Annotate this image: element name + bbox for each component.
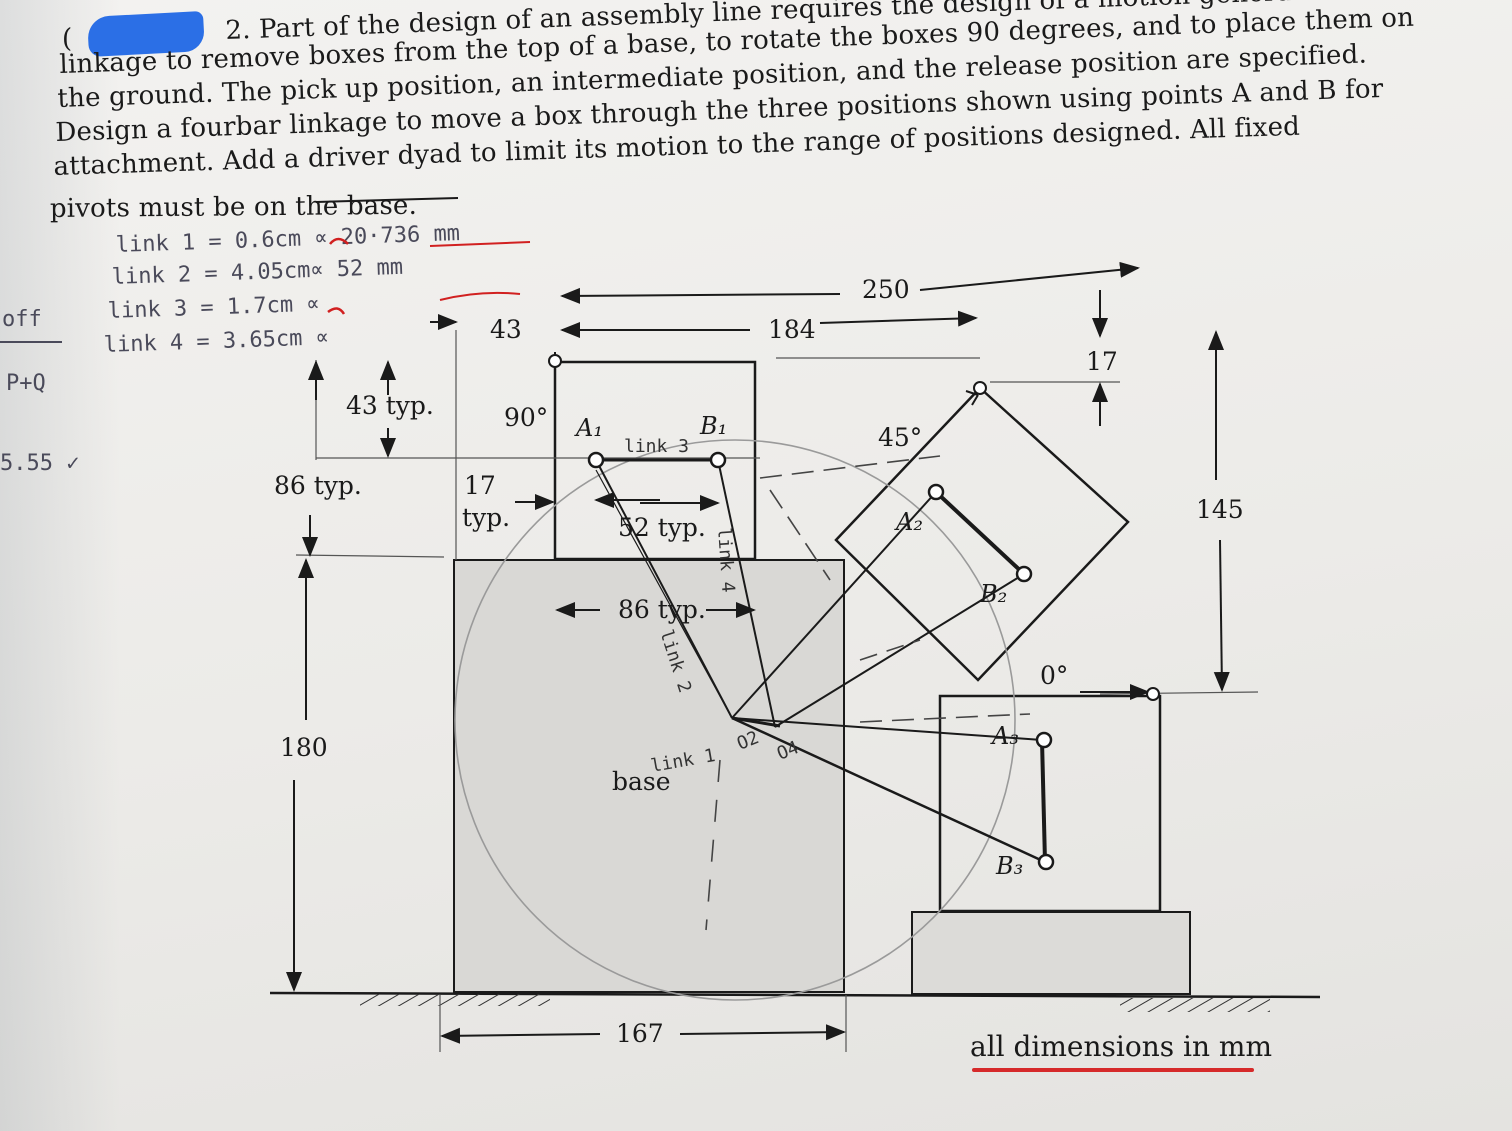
ref-point-2 <box>973 381 987 395</box>
point-label-B2: B₂ <box>979 580 1007 608</box>
driver-dyad-underline <box>315 197 459 203</box>
hw-red-strokes <box>429 241 531 301</box>
link-1-ground <box>731 716 781 728</box>
coupler-position-2 <box>934 490 1026 576</box>
angle-label-45: 45° <box>878 423 922 452</box>
dashed-bisector-4 <box>705 759 721 931</box>
hw-margin-off: off <box>2 307 42 332</box>
units-note: all dimensions in mm <box>970 1030 1273 1063</box>
hw-margin-pq: P+Q <box>6 371 46 396</box>
problem-paren: ( <box>62 24 73 54</box>
box-position-1 <box>553 360 757 561</box>
point-label-A3: A₃ <box>990 722 1019 750</box>
base-block <box>453 559 845 993</box>
pin-B3 <box>1037 853 1055 871</box>
ref-point-1 <box>548 354 562 368</box>
link-2-pos1 <box>595 459 733 719</box>
hw-link4-text: link 4 = 3.65cm ∝ <box>103 325 329 358</box>
link-4-pos2 <box>774 573 1025 728</box>
dim-label-184: 184 <box>768 315 816 344</box>
angle-label-0: 0° <box>1040 661 1068 690</box>
units-note-underline <box>972 1068 1254 1072</box>
dim-label-43typ: 43 typ. <box>346 391 434 420</box>
page-shadow <box>0 0 120 1131</box>
hw-link2-text: link 2 = 4.05cm∝ 52 mm <box>111 255 403 290</box>
hw-red-alpha-marks <box>327 237 349 315</box>
box-position-2 <box>834 386 1130 682</box>
dim-label-17typ-a: 17 <box>464 471 496 500</box>
point-label-B3: B₃ <box>995 852 1023 880</box>
pin-A1 <box>587 451 605 469</box>
point-label-A2: A₂ <box>894 508 923 536</box>
pin-A3 <box>1035 731 1053 749</box>
dim-label-52typ: 52 typ. <box>618 513 706 542</box>
ground-hatch-left <box>360 994 550 1006</box>
ext-line-c <box>295 554 445 558</box>
coupler-position-3 <box>1040 739 1047 863</box>
dashed-bisector-5 <box>859 639 921 661</box>
dim-145-down <box>1213 539 1230 692</box>
hw-link3: link 3 = 1.7cm ∝ <box>107 292 320 324</box>
dim-label-167: 167 <box>616 1019 664 1048</box>
dim-167-left <box>440 1027 601 1044</box>
dim-167-right <box>679 1024 846 1041</box>
dim-label-86typ-left: 86 typ. <box>274 471 362 500</box>
point-label-B1: B₁ <box>699 412 727 440</box>
pin-B2 <box>1015 565 1033 583</box>
ref-arrow-2 <box>965 390 979 406</box>
dim-184-arrow-right <box>819 310 978 327</box>
dim-label-86typ-mid: 86 typ. <box>618 595 706 624</box>
dim-label-17typ-b: typ. <box>462 503 510 532</box>
dim-label-43: 43 <box>490 315 522 344</box>
hw-fig-link4: link 4 <box>713 527 738 593</box>
construction-circle <box>454 439 1016 1001</box>
dim-250-arrow-right <box>919 261 1140 291</box>
link-2-pos2 <box>731 491 937 719</box>
pin-A2 <box>927 483 945 501</box>
ground-platform <box>911 911 1191 995</box>
construction-line-a <box>595 469 733 719</box>
dim-label-180: 180 <box>280 733 328 762</box>
hw-link1-text: link 1 = 0.6cm ∝ 20·736 mm <box>115 221 460 258</box>
dim-label-17: 17 <box>1086 347 1118 376</box>
link-4-pos1 <box>717 459 776 728</box>
dashed-bisector-2 <box>769 489 831 581</box>
hw-fig-link3: link 3 <box>624 436 689 457</box>
dim-label-250: 250 <box>862 275 910 304</box>
hw-link3-text: link 3 = 1.7cm ∝ <box>107 292 320 324</box>
point-label-A1: A₁ <box>574 414 603 442</box>
angle-label-90: 90° <box>504 403 548 432</box>
dashed-bisector-3 <box>859 713 1031 723</box>
hw-link4: link 4 = 3.65cm ∝ <box>103 325 329 358</box>
link-2-pos3 <box>731 717 1043 741</box>
base-label: base <box>612 767 671 796</box>
ref-point-3 <box>1146 687 1160 701</box>
hw-link2: link 2 = 4.05cm∝ 52 mm <box>111 255 403 290</box>
hw-link1: link 1 = 0.6cm ∝ 20·736 mm <box>115 221 460 258</box>
link-4-pos3 <box>731 716 1046 864</box>
hw-margin-check: 5.55 ✓ <box>0 451 79 476</box>
pin-B1 <box>709 451 727 469</box>
dim-label-145: 145 <box>1196 495 1244 524</box>
ground-line <box>269 991 1321 999</box>
dim-250-arrow-left <box>560 287 841 304</box>
box-position-3 <box>938 694 1162 913</box>
ground-hatch-right <box>1120 998 1270 1012</box>
ext-line-g <box>1099 691 1259 695</box>
